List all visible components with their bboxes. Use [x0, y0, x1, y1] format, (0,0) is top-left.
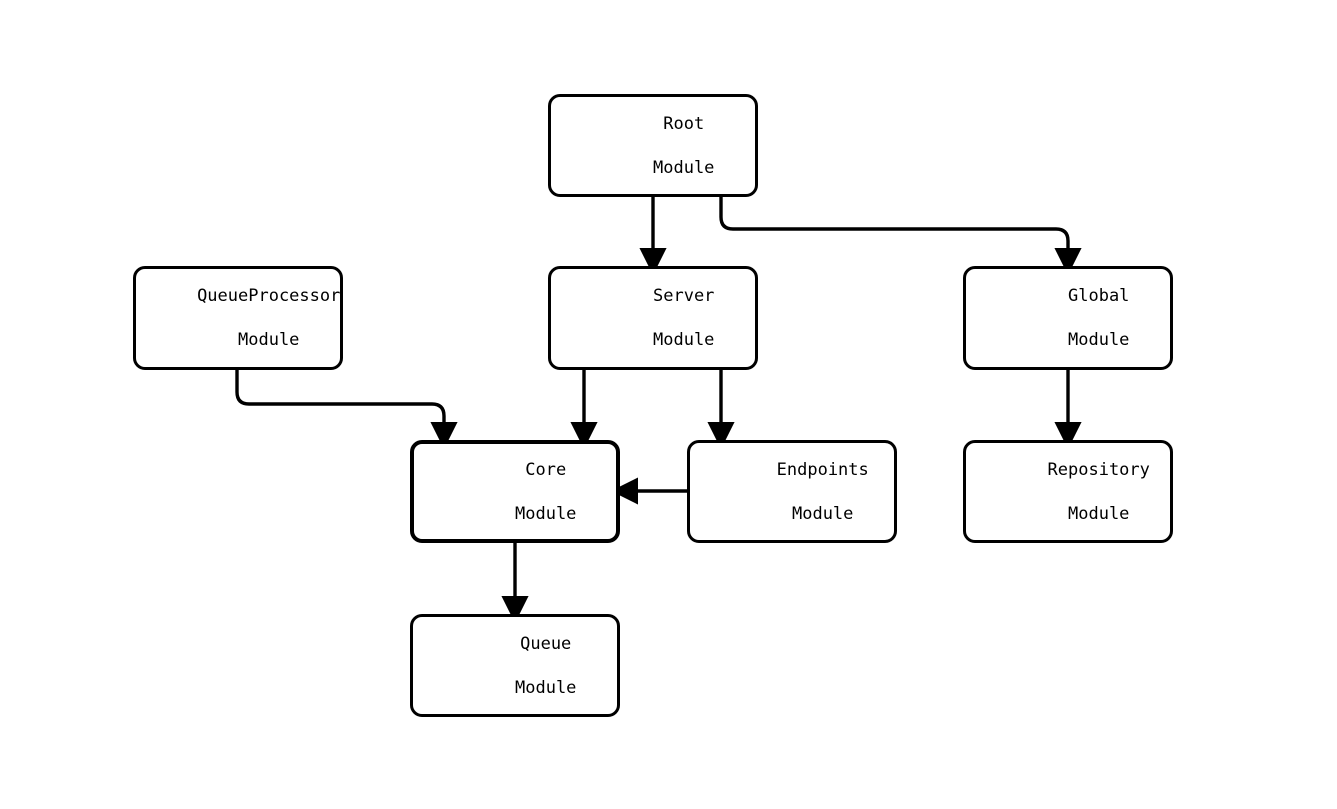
node-global-module-label: Global Module [1007, 263, 1130, 373]
node-global-module[interactable]: Global Module [963, 266, 1173, 370]
node-root-module-line2: Module [653, 157, 715, 178]
node-queueprocessor-module[interactable]: QueueProcessor Module [133, 266, 343, 370]
node-repository-module[interactable]: Repository Module [963, 440, 1173, 543]
node-root-module-line1: Root [663, 113, 705, 134]
node-queue-module-line1: Queue [520, 633, 572, 654]
node-repository-module-label: Repository Module [986, 437, 1150, 547]
node-endpoints-module-line1: Endpoints [776, 459, 869, 480]
node-core-module[interactable]: Core Module [410, 440, 620, 543]
node-root-module-label: Root Module [592, 91, 715, 201]
node-repository-module-line1: Repository [1047, 459, 1150, 480]
node-server-module-line2: Module [653, 330, 715, 350]
node-queue-module[interactable]: Queue Module [410, 614, 620, 717]
node-queueprocessor-module-label: QueueProcessor Module [136, 263, 341, 373]
edge-group [235, 197, 1082, 624]
node-endpoints-module[interactable]: Endpoints Module [687, 440, 897, 543]
edge-root-to-global [719, 197, 1082, 276]
node-queueprocessor-module-line1: QueueProcessor [197, 286, 341, 306]
node-queue-module-label: Queue Module [454, 611, 577, 721]
node-core-module-line2: Module [515, 503, 577, 524]
node-queueprocessor-module-line2: Module [238, 330, 300, 350]
node-server-module-label: Server Module [592, 263, 715, 373]
node-core-module-line1: Core [525, 459, 567, 480]
node-endpoints-module-line2: Module [791, 503, 854, 524]
node-repository-module-line2: Module [1068, 503, 1130, 524]
node-endpoints-module-label: Endpoints Module [715, 437, 869, 547]
node-root-module[interactable]: Root Module [548, 94, 758, 197]
node-global-module-line2: Module [1068, 330, 1130, 350]
node-queue-module-line2: Module [515, 677, 577, 698]
node-global-module-line1: Global [1068, 286, 1130, 306]
node-server-module-line1: Server [653, 286, 715, 306]
edge-queueprocessor-to-core [235, 370, 458, 450]
node-core-module-label: Core Module [454, 437, 577, 547]
node-server-module[interactable]: Server Module [548, 266, 758, 370]
